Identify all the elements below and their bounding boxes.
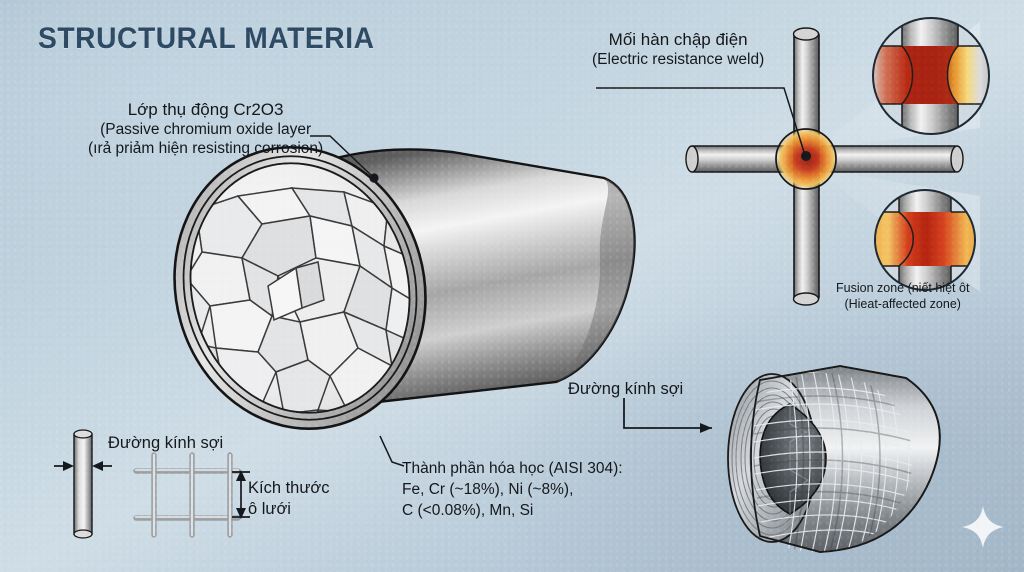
roll-mesh-grid	[753, 372, 913, 553]
inset-fusion-zone	[874, 189, 976, 291]
label-chem-line1: Thành phần hóa học (AISI 304):	[402, 460, 623, 477]
label-wire-diameter-mesh: Đường kính sợi	[108, 434, 224, 452]
leader-passive-layer	[310, 135, 379, 183]
label-passive-line1: Lớp thụ động Cr2O3	[127, 100, 284, 119]
label-mesh-size-line1: Kích thước	[248, 479, 330, 497]
passive-layer-inner-edge	[182, 155, 418, 421]
rod-far-end	[556, 178, 635, 382]
sparkle-icon	[962, 506, 1004, 548]
label-chem-line3: C (<0.08%), Mn, Si	[402, 502, 534, 520]
leader-dot	[369, 173, 379, 183]
label-mesh-size: Kích thước ô lưới	[248, 478, 329, 521]
leader-weld	[596, 87, 805, 153]
label-weld-line1: Mối hàn chập điện	[608, 30, 748, 49]
label-wire-diameter-roll: Đường kính sợi	[568, 380, 684, 398]
label-fusion-line1: Fusion zone (niết hiệt ôt	[836, 281, 970, 295]
arrowhead-roll	[700, 423, 712, 433]
mesh-size-arrows	[232, 470, 250, 519]
mesh-dimension-figure	[54, 429, 250, 539]
label-fusion-zone: Fusion zone (niết hiệt ôt (Hieat-affecte…	[836, 281, 969, 312]
mesh-grid-sample	[133, 452, 241, 538]
grain-microstructure	[165, 187, 414, 439]
label-fusion-line2: (Hieat-affected zone)	[844, 296, 961, 311]
weld-leader-dot	[801, 151, 811, 161]
label-passive-oxide-layer: Lớp thụ động Cr2O3 (Passive chromium oxi…	[88, 100, 323, 159]
leader-roll-wire-diameter	[623, 398, 712, 429]
label-passive-line2: (Passive chromium oxide layer	[100, 120, 312, 138]
label-chemical-composition: Thành phần hóa học (AISI 304): Fe, Cr (~…	[402, 458, 623, 521]
inset-weld-nugget	[872, 17, 990, 135]
label-chem-line2: Fe, Cr (~18%), Ni (~8%),	[402, 481, 574, 499]
weld-cross-figure	[596, 17, 990, 306]
label-weld-line2: (Electric resistance weld)	[592, 50, 765, 68]
label-electric-resistance-weld: Mối hàn chập điện (Electric resistance w…	[592, 30, 764, 70]
leader-chemistry	[379, 435, 405, 467]
rod-face-rim	[189, 162, 411, 414]
weld-detail-circle	[775, 128, 837, 190]
wire-diameter-arrows	[54, 461, 112, 471]
steel-rod-figure	[165, 145, 636, 439]
label-mesh-size-line2: ô lưới	[248, 500, 291, 519]
label-passive-line3: (ırả priảm hiện resisting corrosion)	[88, 139, 324, 157]
wire-mesh-roll-figure	[623, 365, 941, 553]
page-title: STRUCTURAL MATERIA	[38, 22, 375, 55]
wire-sample	[73, 429, 93, 539]
